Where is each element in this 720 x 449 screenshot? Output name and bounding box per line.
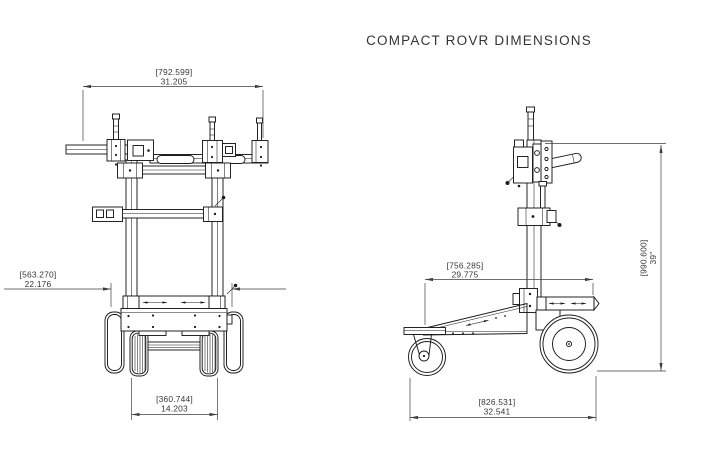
front-mid-crossbar bbox=[92, 195, 226, 222]
front-inner-wheel-right bbox=[199, 330, 219, 377]
front-left-post bbox=[125, 159, 138, 298]
side-mid-clamp bbox=[517, 181, 562, 227]
front-axle bbox=[147, 341, 201, 351]
front-upper-crossbar bbox=[117, 162, 231, 179]
front-inner-wheel-left bbox=[129, 330, 149, 377]
side-top-rod bbox=[526, 106, 535, 141]
side-top-clamp bbox=[505, 139, 553, 188]
far-right-clamp bbox=[251, 140, 269, 163]
page-title: COMPACT ROVR DIMENSIONS bbox=[366, 33, 592, 48]
dim-side-overall-length: [826.531] 32.541 bbox=[409, 376, 597, 421]
dim-side-frame-length: [756.285] 29.775 bbox=[424, 261, 594, 325]
dim-front-outer-track-in: 22.176 bbox=[25, 279, 52, 289]
dim-front-inner-track-mm: [360.744] bbox=[156, 394, 193, 404]
far-right-rod-cap bbox=[256, 117, 263, 124]
side-caster-mount bbox=[403, 327, 446, 335]
front-base bbox=[120, 283, 238, 332]
dim-side-overall-height-mm: [990.600] bbox=[639, 240, 649, 277]
dim-front-outer-track-mm: [563.270] bbox=[20, 270, 57, 280]
side-deck bbox=[536, 295, 600, 312]
side-view bbox=[403, 106, 600, 376]
dim-side-overall-length-in: 32.541 bbox=[484, 407, 511, 417]
side-rear-wheel bbox=[539, 314, 599, 374]
front-outer-wheel-right bbox=[223, 311, 244, 374]
right-clamp bbox=[202, 140, 223, 163]
dim-front-inner-track-in: 14.203 bbox=[161, 404, 188, 414]
dimensions: [792.599] 31.205 [563.270] 22.176 bbox=[4, 67, 666, 421]
slot-marker bbox=[181, 301, 205, 304]
dim-side-overall-height-in: 39" bbox=[648, 252, 658, 265]
dim-front-outer-track: [563.270] 22.176 bbox=[4, 270, 286, 307]
front-right-post bbox=[211, 159, 224, 298]
front-outer-wheel-left bbox=[104, 311, 125, 374]
side-caster-wheel bbox=[408, 334, 446, 376]
front-foot-right bbox=[181, 330, 210, 336]
front-foot-left bbox=[138, 330, 167, 336]
dim-front-overall-width: [792.599] 31.205 bbox=[82, 67, 264, 141]
dim-side-frame-length-mm: [756.285] bbox=[447, 261, 484, 271]
dim-side-overall-length-mm: [826.531] bbox=[479, 397, 516, 407]
dim-side-overall-height: [990.600] 39" bbox=[545, 143, 666, 372]
slot-marker bbox=[143, 301, 167, 304]
slot-marker bbox=[571, 302, 586, 305]
dim-front-overall-width-mm: [792.599] bbox=[156, 67, 193, 77]
right-rod-cap bbox=[208, 116, 216, 123]
front-view bbox=[65, 113, 269, 377]
left-rod-cap bbox=[112, 113, 120, 120]
front-top-arm-assembly bbox=[65, 113, 269, 167]
left-clamp bbox=[106, 139, 126, 162]
slot-marker bbox=[465, 320, 489, 326]
dim-side-frame-length-in: 29.775 bbox=[452, 270, 479, 280]
dim-front-overall-width-in: 31.205 bbox=[161, 77, 188, 87]
dim-front-inner-track: [360.744] 14.203 bbox=[131, 378, 218, 420]
slot-marker bbox=[549, 302, 565, 305]
